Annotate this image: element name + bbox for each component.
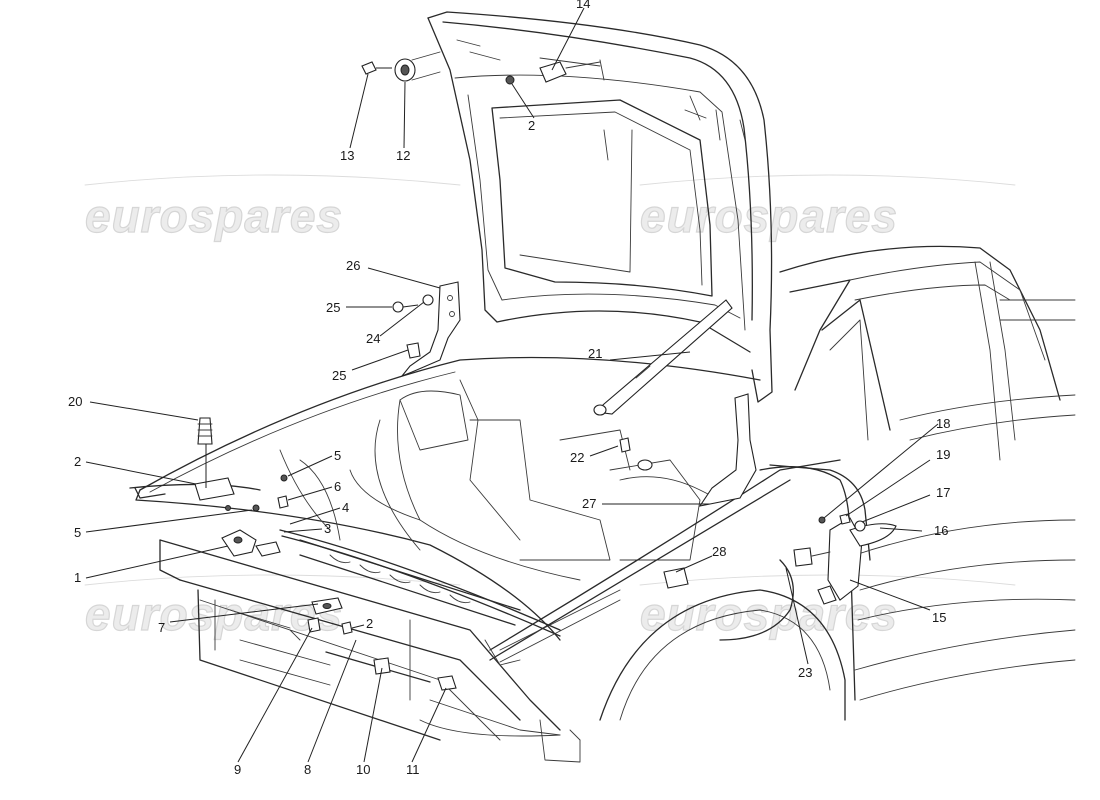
callout-25-bottom: 25 [332, 368, 346, 383]
release-handle-15 [827, 517, 863, 601]
callout-10: 10 [356, 762, 370, 777]
callout-18: 18 [936, 416, 950, 431]
hinge-26 [400, 281, 461, 378]
callout-11: 11 [406, 762, 420, 777]
callout-22: 22 [570, 450, 584, 465]
clamp-10 [373, 657, 391, 675]
engine-bay-outline [139, 356, 761, 491]
callout-19: 19 [936, 447, 950, 462]
callout-labels: 14 2 13 12 26 25 24 25 21 20 22 2 5 6 27… [68, 0, 950, 777]
callout-16: 16 [934, 523, 948, 538]
callout-6: 6 [334, 479, 341, 494]
screw-5-upper [280, 474, 288, 482]
fastener-2-lower [341, 621, 353, 635]
car-body-drawing [129, 11, 1076, 763]
callout-9: 9 [234, 762, 241, 777]
callout-26: 26 [346, 258, 360, 273]
washer-24 [422, 294, 434, 306]
latch-14 [539, 61, 567, 83]
leader-lines [85, 7, 939, 763]
watermark-top-left: eurospares [85, 190, 343, 242]
nut-6 [277, 495, 289, 509]
wheel-arch [599, 589, 846, 721]
watermark-top-right: eurospares [640, 190, 898, 242]
windscreen-frame [779, 245, 1061, 401]
callout-2-top: 2 [528, 118, 535, 133]
callout-28: 28 [712, 544, 726, 559]
bonnet-outer [427, 11, 773, 403]
callout-2-lower: 2 [366, 616, 373, 631]
screw-13 [361, 61, 392, 75]
callout-2-left: 2 [74, 454, 81, 469]
callout-13: 13 [340, 148, 354, 163]
callout-21: 21 [588, 346, 602, 361]
rivet-4 [225, 505, 231, 511]
watermark-bottom-right: eurospares [640, 588, 898, 640]
callout-25-top: 25 [326, 300, 340, 315]
bolt-25-top [392, 301, 404, 313]
callout-24: 24 [366, 331, 380, 346]
callout-15: 15 [932, 610, 946, 625]
screw-5-lower [252, 504, 260, 512]
callout-23: 23 [798, 665, 812, 680]
callout-8: 8 [304, 762, 311, 777]
bump-stop-20 [197, 417, 213, 445]
watermark-group: eurospares eurospares eurospares eurospa… [84, 174, 1016, 641]
end-cap-11 [437, 675, 457, 691]
callout-1: 1 [74, 570, 81, 585]
cable-23 [719, 559, 794, 641]
wing-top-edge [489, 459, 841, 651]
watermark-bottom-left: eurospares [85, 588, 343, 640]
release-cable-3 [279, 529, 561, 637]
callout-3: 3 [324, 521, 331, 536]
callout-14: 14 [576, 0, 590, 11]
parts [194, 51, 897, 691]
clip-28 [663, 567, 689, 589]
bonnet-inner-panel [491, 99, 713, 297]
callout-5-lower: 5 [74, 525, 81, 540]
bolt-25-bottom [406, 342, 421, 359]
callout-12: 12 [396, 148, 410, 163]
callout-4: 4 [342, 500, 349, 515]
gas-strut-21 [594, 299, 733, 415]
fastener-2-top [505, 75, 515, 85]
screw-18 [818, 516, 826, 524]
callout-27: 27 [582, 496, 596, 511]
stud-22 [619, 437, 631, 453]
spring-17 [854, 520, 866, 532]
callout-20: 20 [68, 394, 82, 409]
callout-17: 17 [936, 485, 950, 500]
bracket-27 [698, 393, 757, 507]
callout-7: 7 [158, 620, 165, 635]
clip-9 [307, 617, 321, 633]
callout-5-upper: 5 [334, 448, 341, 463]
nut-19 [839, 513, 851, 525]
